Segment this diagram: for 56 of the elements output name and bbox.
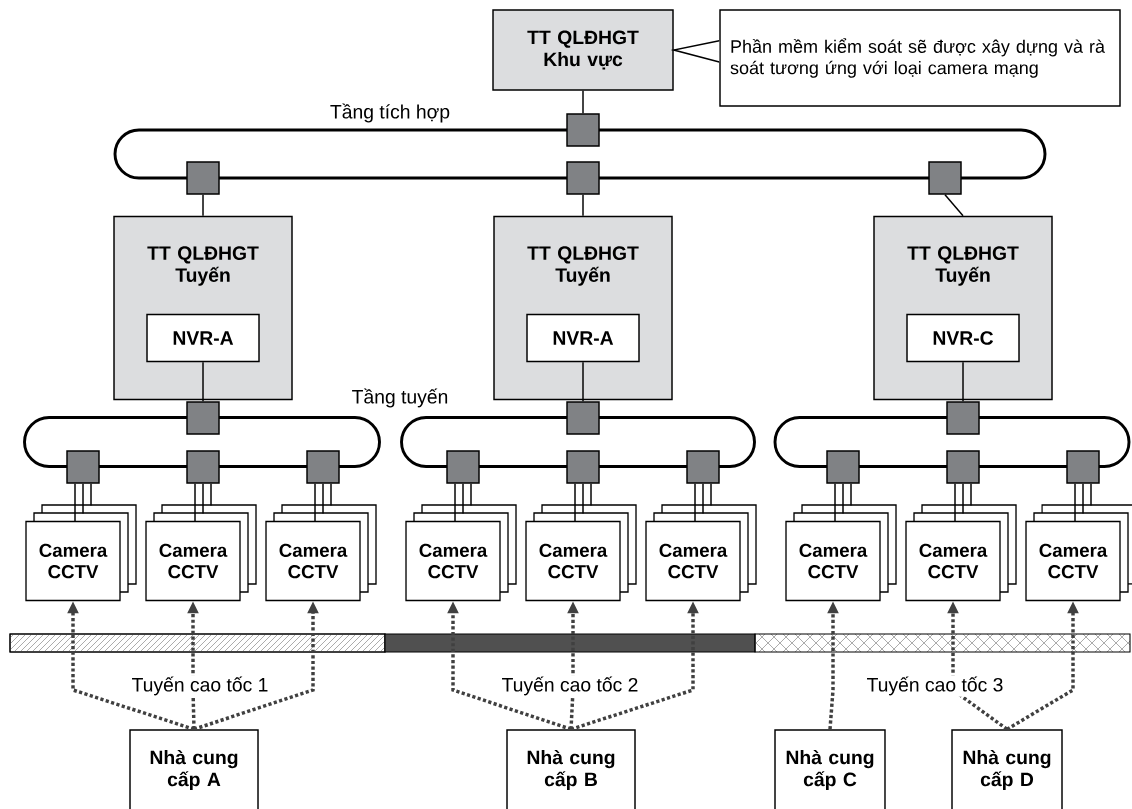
cable-lines: [954, 483, 972, 523]
network-switch: [946, 401, 980, 435]
cable-lines: [834, 483, 852, 523]
network-switch: [446, 450, 480, 484]
road-label: Tuyến cao tốc 2: [500, 675, 640, 697]
cable-lines: [1074, 483, 1092, 523]
supplier-box: Nhà cung cấp B: [506, 729, 636, 809]
network-switch: [826, 450, 860, 484]
supplier-box: Nhà cung cấp C: [774, 729, 886, 809]
cable-lines: [314, 483, 332, 523]
road-label: Tuyến cao tốc 1: [130, 675, 270, 697]
connector-line: [582, 361, 584, 402]
network-switch: [946, 450, 980, 484]
network-switch: [566, 113, 600, 147]
network-switch: [306, 450, 340, 484]
connector-line: [582, 90, 584, 114]
connector-line: [202, 194, 204, 217]
cable-lines: [694, 483, 712, 523]
network-switch: [186, 161, 220, 195]
center-box: TT QLĐHGT Khu vực: [492, 9, 674, 91]
cable-lines: [74, 483, 92, 523]
camera-stack: Camera CCTV: [265, 504, 377, 602]
network-switch: [1066, 450, 1100, 484]
ring-label: Tầng tích hợp: [330, 103, 450, 123]
cable-lines: [454, 483, 472, 523]
supplier-box: Nhà cung cấp A: [129, 729, 259, 809]
recorder-box: NVR-A: [146, 313, 260, 363]
recorder-box: NVR-A: [526, 313, 640, 363]
camera-stack: Camera CCTV: [405, 504, 517, 602]
network-switch: [66, 450, 100, 484]
network-switch: [186, 401, 220, 435]
connector-line: [962, 361, 964, 402]
supplier-box: Nhà cung cấp D: [951, 729, 1063, 809]
connector-line: [582, 194, 584, 217]
ring-label: Tầng tuyến: [352, 388, 448, 408]
camera-stack: Camera CCTV: [905, 504, 1017, 602]
network-switch: [686, 450, 720, 484]
camera-stack: Camera CCTV: [525, 504, 637, 602]
cable-lines: [194, 483, 212, 523]
camera-stack: Camera CCTV: [785, 504, 897, 602]
recorder-box: NVR-C: [906, 313, 1020, 363]
camera-stack: Camera CCTV: [1025, 504, 1132, 602]
callout-pointer: [670, 39, 720, 63]
camera-stack: Camera CCTV: [25, 504, 137, 602]
network-switch: [566, 161, 600, 195]
camera-stack: Camera CCTV: [145, 504, 257, 602]
connector-line: [202, 361, 204, 402]
callout-box: Phần mềm kiểm soát sẽ được xây dựng và rà soát tương ứng với loại camera mạng: [719, 9, 1121, 107]
network-switch: [566, 450, 600, 484]
cable-lines: [574, 483, 592, 523]
network-switch: [566, 401, 600, 435]
road-label: Tuyến cao tốc 3: [865, 675, 1005, 697]
camera-stack: Camera CCTV: [645, 504, 757, 602]
network-switch: [928, 161, 962, 195]
connector-line: [944, 194, 964, 217]
network-switch: [186, 450, 220, 484]
